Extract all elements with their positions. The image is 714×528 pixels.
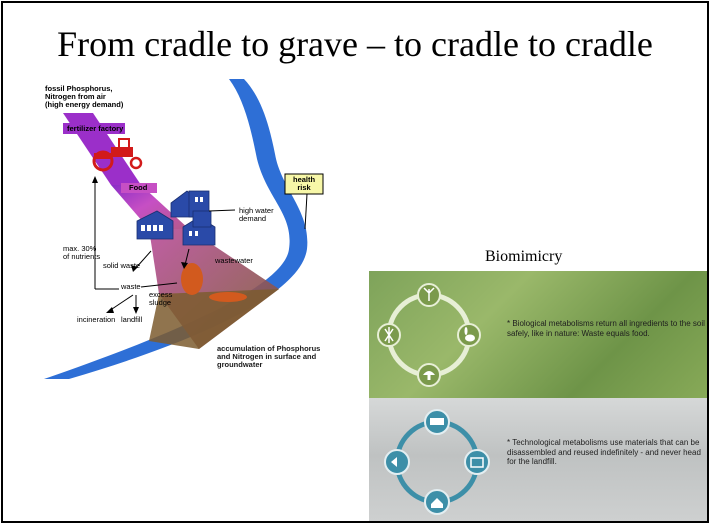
biological-text: * Biological metabolisms return all ingr…: [507, 319, 705, 338]
label-accumulation: accumulation of Phosphorus and Nitrogen …: [217, 344, 321, 369]
label-high-water-demand: high water demand: [239, 206, 274, 223]
tv-icon: [464, 449, 490, 475]
label-solid-waste: solid waste: [103, 261, 141, 270]
factory-label-box: [63, 123, 125, 134]
label-food: Food: [129, 183, 148, 192]
label-fossil: fossil Phosphorus, Nitrogen from air (hi…: [45, 84, 124, 109]
technological-text: * Technological metabolisms use material…: [507, 438, 701, 466]
nutrient-flow-diagram: fossil Phosphorus, Nitrogen from air (hi…: [39, 79, 359, 384]
label-landfill: landfill: [121, 315, 143, 324]
label-incineration: incineration: [77, 315, 116, 324]
biomimicry-caption: Biomimicry: [485, 248, 563, 265]
label-wastewater: wastewater: [215, 256, 253, 265]
technological-metabolism-panel: * Technological metabolisms use material…: [369, 398, 707, 521]
biological-metabolism-panel: * Biological metabolisms return all ingr…: [369, 271, 707, 398]
label-waste: waste: [121, 282, 141, 291]
label-health-risk: health risk: [293, 175, 316, 192]
food-band: [111, 185, 189, 229]
food-label-box: [121, 183, 157, 193]
health-risk-sign: [284, 173, 324, 195]
technological-cycle: [384, 409, 490, 515]
diagram-graphic: [44, 79, 324, 379]
tractor-icon: [92, 138, 143, 172]
label-fertilizer-factory: fertilizer factory: [67, 124, 124, 133]
label-max-nutrients: max. 30% of nutrients: [63, 244, 101, 261]
biological-cycle: [377, 283, 481, 387]
house-icon: [136, 190, 216, 246]
sludge-tank-icon: [181, 263, 247, 302]
slide-title: From cradle to grave – to cradle to crad…: [57, 24, 653, 64]
ground-plane: [149, 289, 279, 349]
label-excess-sludge: excess sludge: [149, 290, 173, 307]
